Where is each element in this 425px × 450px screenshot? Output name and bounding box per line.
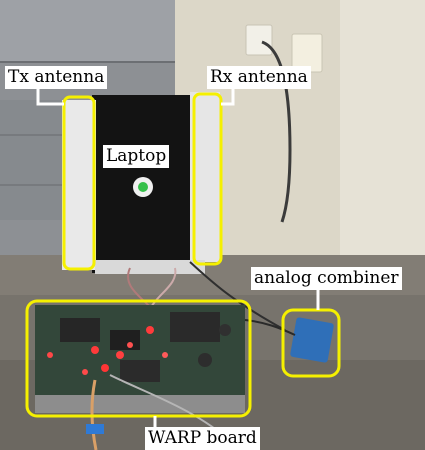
- warp-highlight: [25, 299, 252, 418]
- wall-outlet: [245, 24, 273, 56]
- rx-highlight: [192, 92, 223, 266]
- rx-leader: [221, 88, 235, 106]
- left-panel: [62, 100, 96, 270]
- laptop-label: Laptop: [103, 145, 170, 168]
- warp-board-label: WARP board: [145, 427, 260, 450]
- tx-highlight: [62, 95, 96, 271]
- analog-combiner: [290, 317, 334, 363]
- tx-antenna-label: Tx antenna: [5, 66, 108, 89]
- tx-leader: [36, 88, 64, 106]
- analog-combiner-label: analog combiner: [251, 267, 402, 290]
- combiner-highlight: [281, 308, 341, 378]
- rx-antenna-label: Rx antenna: [207, 66, 311, 89]
- power-cable: [261, 40, 292, 223]
